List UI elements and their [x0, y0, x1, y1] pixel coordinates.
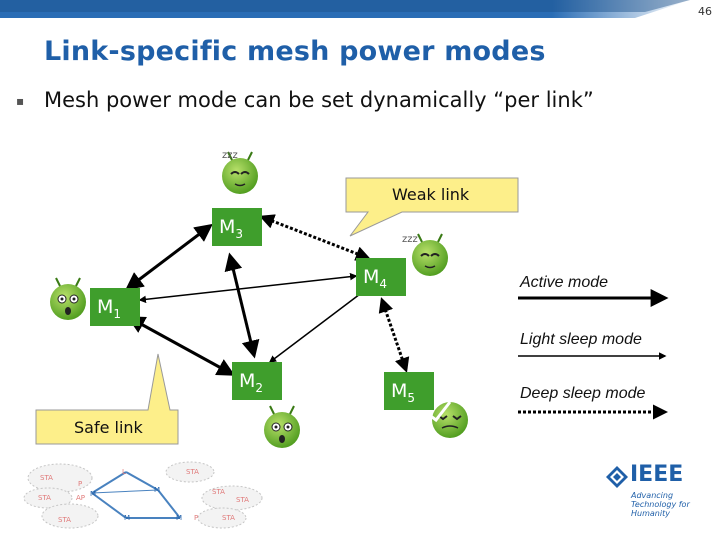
- safe-link-callout: [35, 353, 179, 445]
- alien-awake-icon: [50, 277, 86, 320]
- ieee-tagline: Advancing Technology for Humanity: [631, 491, 690, 518]
- bullet-text: Mesh power mode can be set dynamically “…: [44, 88, 594, 112]
- node-m1-label: M1: [97, 296, 122, 321]
- mini-network-label: STA: [212, 488, 225, 496]
- mini-network-label: STA: [186, 468, 199, 476]
- weak-link-callout: [345, 177, 519, 237]
- mini-network-label: P: [194, 514, 198, 522]
- mini-network-label: M: [154, 486, 160, 494]
- mini-network-label: AP: [76, 494, 85, 502]
- legend-deep-label: Deep sleep mode: [520, 385, 646, 402]
- node-m2-label: M2: [239, 370, 264, 395]
- node-m4-label: M4: [363, 266, 388, 291]
- legend-active-label: Active mode: [520, 274, 609, 291]
- alien-sleeping-icon: zzz: [222, 150, 258, 194]
- alien-sleeping-icon: zzz: [402, 233, 448, 276]
- node-m4: [356, 258, 406, 296]
- header-bar: [0, 0, 690, 18]
- safe-link-label: Safe link: [74, 418, 143, 437]
- link-m3-m2: [224, 252, 260, 359]
- mini-network-label: M: [124, 514, 130, 522]
- link-m1-m3: [125, 223, 213, 291]
- node-m5: [384, 372, 434, 410]
- mini-network-label: STA: [236, 496, 249, 504]
- mini-network-label: L: [122, 468, 126, 476]
- svg-text:zzz: zzz: [402, 234, 418, 245]
- link-m4-m5: [378, 297, 410, 373]
- node-m2: [232, 362, 282, 400]
- node-m5-label: M5: [391, 380, 416, 405]
- mini-network-label: STA: [38, 494, 51, 502]
- slide-title: Link-specific mesh power modes: [44, 36, 546, 67]
- node-m3: [212, 208, 262, 246]
- mini-network-label: STA: [40, 474, 53, 482]
- link-m3-m4: [259, 214, 371, 261]
- link-m2-m4: [268, 287, 370, 363]
- legend-light-label: Light sleep mode: [520, 331, 642, 348]
- ieee-logo-icon: [606, 466, 628, 488]
- page-number: 46: [698, 5, 712, 18]
- mini-network-label: M: [176, 514, 182, 522]
- mini-network-illustration: [23, 461, 263, 529]
- alien-awake-icon: [264, 405, 300, 448]
- node-m1: [90, 288, 140, 326]
- mini-network-label: M: [90, 490, 96, 498]
- weak-link-label: Weak link: [392, 185, 470, 204]
- mini-network-label: STA: [222, 514, 235, 522]
- alien-deep-sleep-icon: [427, 401, 468, 438]
- mini-network-label: STA: [58, 516, 71, 524]
- node-m3-label: M3: [219, 216, 244, 241]
- mini-network-label: P: [78, 480, 82, 488]
- link-m1-m2: [126, 316, 236, 376]
- bullet-marker: ▪: [16, 94, 25, 108]
- svg-text:zzz: zzz: [222, 150, 238, 161]
- link-m1-m4: [138, 272, 358, 304]
- ieee-logo-text: IEEE: [630, 462, 684, 487]
